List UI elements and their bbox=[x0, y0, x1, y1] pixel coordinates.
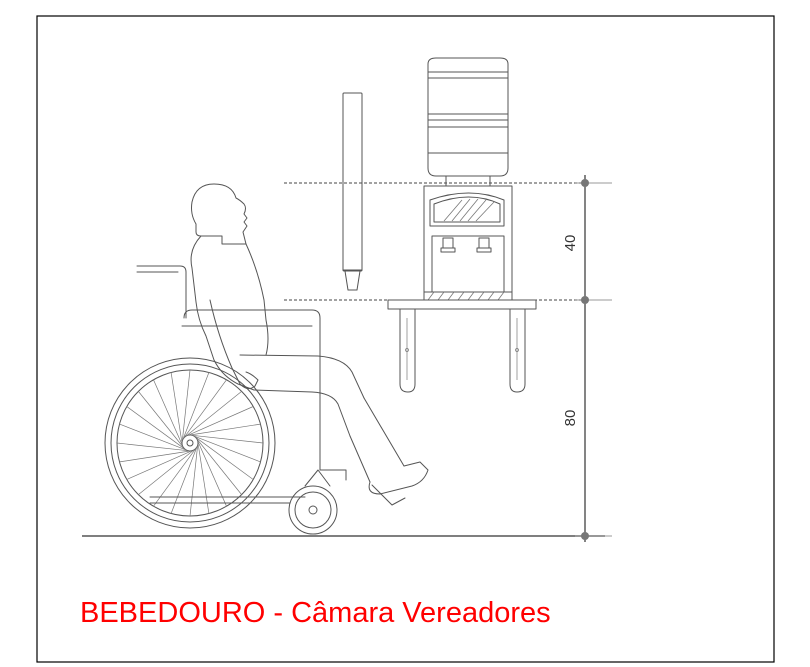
drawing-frame bbox=[36, 15, 775, 663]
wheel-spoke bbox=[138, 449, 195, 495]
wheel-spoke bbox=[153, 379, 183, 446]
wheel-spoke bbox=[119, 423, 187, 451]
wheel-spoke bbox=[193, 435, 261, 463]
wheel-spoke bbox=[138, 391, 184, 448]
wheelchair bbox=[104, 265, 406, 535]
wheel-spoke bbox=[181, 369, 191, 441]
wheel-spoke bbox=[119, 450, 191, 463]
wheel-spoke bbox=[170, 372, 183, 444]
counter-shelf bbox=[387, 299, 537, 393]
wheel-spoke bbox=[192, 434, 264, 444]
wheel-spoke bbox=[185, 391, 242, 437]
water-bottle bbox=[427, 57, 509, 187]
wheel-spoke bbox=[196, 438, 242, 495]
wheel-spoke bbox=[187, 406, 254, 436]
seated-person bbox=[190, 183, 429, 495]
water-cooler bbox=[423, 185, 513, 301]
wheel-spoke bbox=[170, 446, 198, 514]
drawing-title: BEBEDOURO - Câmara Vereadores bbox=[80, 597, 551, 629]
wheel-spoke bbox=[126, 406, 185, 449]
dimension-label-upper: 40 bbox=[562, 235, 579, 252]
wheel-spoke bbox=[116, 442, 188, 452]
wheel-spoke bbox=[197, 442, 210, 514]
wheel-spoke bbox=[126, 450, 193, 480]
cup-dispenser bbox=[342, 92, 363, 291]
wheel-spoke bbox=[197, 440, 227, 507]
dimension-line bbox=[575, 175, 612, 542]
wheel-spoke bbox=[182, 372, 210, 440]
wheel-spoke bbox=[195, 437, 254, 480]
wheel-spoke bbox=[189, 423, 261, 436]
wheel-spoke bbox=[184, 379, 227, 438]
dimension-label-lower: 80 bbox=[562, 410, 579, 427]
wheel-spoke bbox=[189, 445, 199, 517]
